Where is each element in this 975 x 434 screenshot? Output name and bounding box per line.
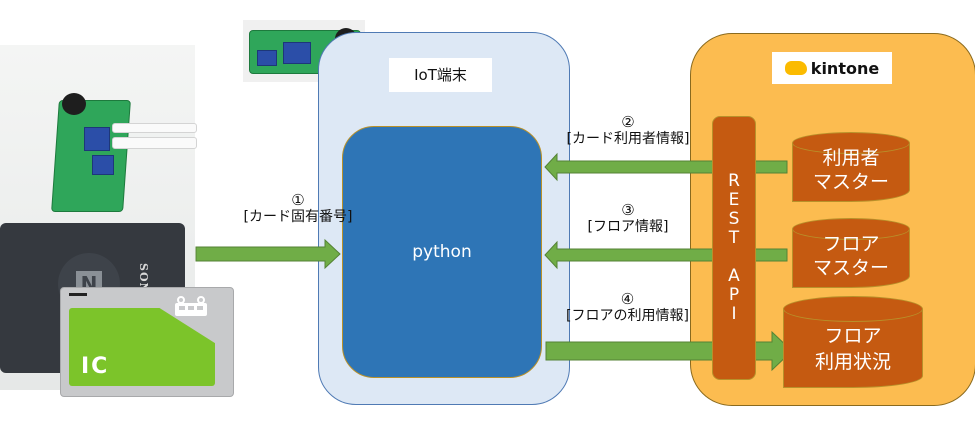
db-label-line2: マスター xyxy=(812,257,889,279)
kintone-logo: kintone xyxy=(772,52,892,84)
train-icon xyxy=(175,296,207,316)
flow-label-4: ④ [フロアの利用情報] xyxy=(545,291,710,325)
flow-arrow-4 xyxy=(545,330,793,372)
usb-cable xyxy=(112,123,197,133)
ic-card: IC xyxy=(60,287,234,397)
buzzer-icon xyxy=(62,93,86,115)
sensor-module xyxy=(92,155,114,175)
api-letter: P xyxy=(728,285,740,305)
db-top xyxy=(783,296,923,322)
rest-api-bar: R E S T A P I xyxy=(712,116,756,380)
db-label-line2: マスター xyxy=(812,171,889,193)
rest-letter: T xyxy=(728,228,740,248)
db-body xyxy=(792,229,910,288)
db-top xyxy=(792,132,910,154)
python-process: python xyxy=(342,126,542,378)
flow-number: ① xyxy=(291,191,305,209)
sensor-module xyxy=(283,42,311,64)
python-label: python xyxy=(412,242,472,262)
db-body xyxy=(783,309,923,388)
flow-label-3: ③ [フロア情報] xyxy=(548,202,708,236)
card-ic-label: IC xyxy=(81,354,110,379)
flow-number: ④ xyxy=(620,290,635,308)
flow-text: [フロアの利用情報] xyxy=(566,308,689,324)
flow-label-1: ① [カード固有番号] xyxy=(228,192,368,226)
flow-label-2: ② [カード利用者情報] xyxy=(548,114,708,148)
db-top xyxy=(792,218,910,240)
device-photo: N SONY xyxy=(0,45,197,390)
rest-letter: S xyxy=(728,209,740,229)
iot-terminal-title: IoT端末 xyxy=(389,58,492,92)
sensor-module xyxy=(257,50,277,66)
sensor-module xyxy=(84,127,110,151)
db-label-line1: 利用者 xyxy=(822,147,880,169)
flow-text: [カード利用者情報] xyxy=(566,131,690,147)
rest-letter: R xyxy=(728,171,740,191)
card-arrow-icon xyxy=(69,293,87,296)
db-user-master: 利用者 マスター xyxy=(792,132,910,202)
api-letter: A xyxy=(728,266,740,286)
flow-text: [カード固有番号] xyxy=(243,209,353,225)
db-label-line1: フロア xyxy=(822,233,880,255)
db-label-line1: フロア xyxy=(824,325,882,347)
db-floor-usage: フロア 利用状況 xyxy=(783,296,923,388)
rest-letter: E xyxy=(728,190,740,210)
api-letter: I xyxy=(731,304,737,324)
db-floor-master: フロア マスター xyxy=(792,218,910,288)
kintone-logo-text: kintone xyxy=(810,58,880,78)
flow-number: ② xyxy=(621,113,635,131)
kintone-cloud-icon xyxy=(784,61,807,75)
flow-arrow-1 xyxy=(195,238,341,270)
flow-text: [フロア情報] xyxy=(587,219,669,235)
flow-number: ③ xyxy=(621,201,635,219)
usb-cable xyxy=(112,137,197,149)
db-label-line2: 利用状況 xyxy=(814,351,891,373)
